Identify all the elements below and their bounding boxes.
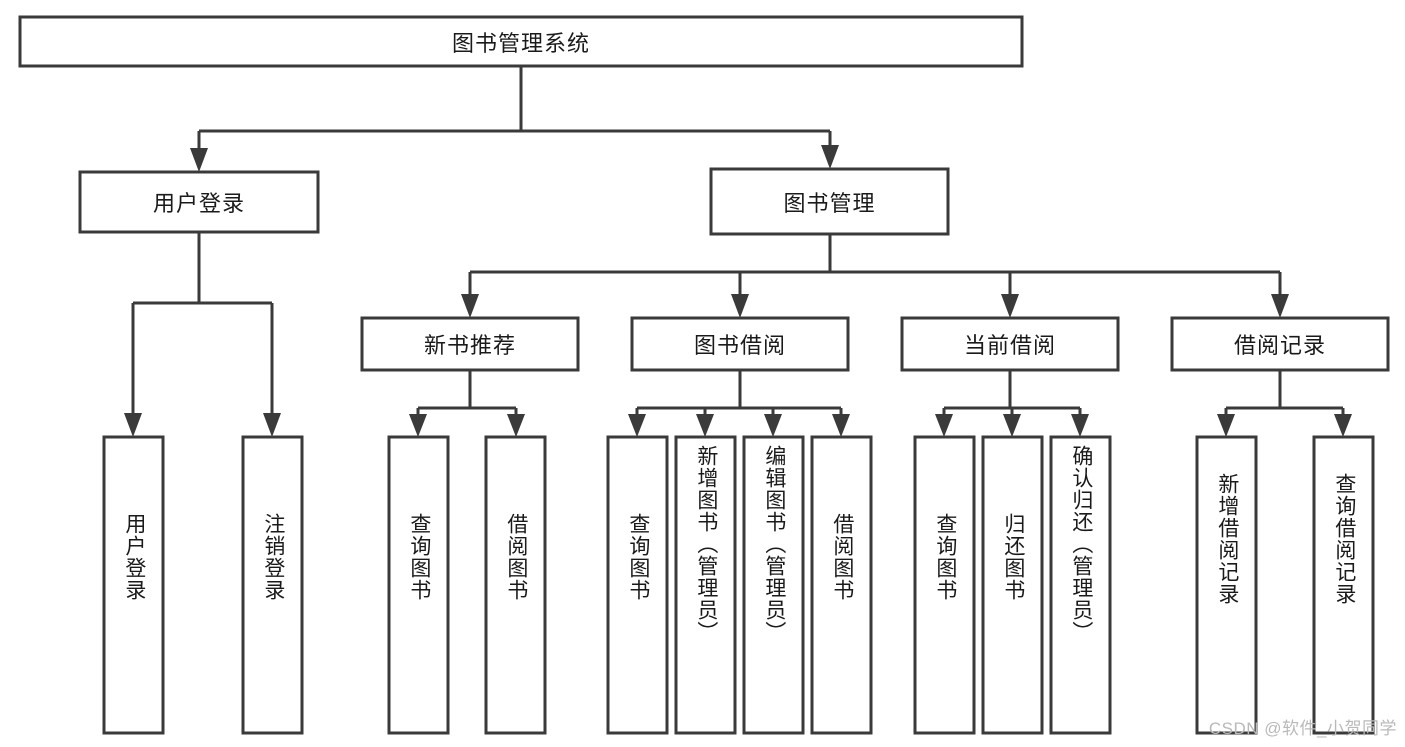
node-leaf-logout[interactable] [241, 435, 304, 735]
connector-group-borrow-record [1217, 370, 1352, 437]
connector-group-book-manage [461, 234, 1289, 318]
arrow-head-book-borrow [731, 294, 749, 318]
node-leaf-add-borrow-record[interactable] [1195, 435, 1258, 735]
arrow-head-book-manage [821, 145, 839, 169]
node-leaf-add-book-admin[interactable] [674, 435, 737, 735]
arrow-head-bb-leaf-3 [764, 414, 782, 437]
node-leaf-query-book-bb[interactable] [606, 435, 669, 735]
node-leaf-confirm-return-admin[interactable] [1049, 435, 1112, 735]
arrow-head-nb-leaf-1 [409, 414, 427, 437]
arrow-head-cb-leaf-3 [1071, 414, 1089, 437]
arrow-head-bb-leaf-2 [696, 414, 714, 437]
connector-group-current-borrow [935, 370, 1089, 437]
connector-group-root [190, 66, 839, 172]
node-leaf-query-borrow-record[interactable] [1312, 435, 1375, 735]
arrow-head-cb-leaf-2 [1003, 414, 1021, 437]
node-current-borrow[interactable] [900, 316, 1120, 372]
connector-group-user-login [124, 232, 281, 437]
node-user-login[interactable] [78, 170, 320, 234]
node-leaf-query-book-nb[interactable] [387, 435, 450, 735]
arrow-head-ul-leaf-2 [263, 413, 281, 437]
node-leaf-return-book[interactable] [981, 435, 1044, 735]
arrow-head-bb-leaf-4 [832, 414, 850, 437]
arrow-head-current-borrow [1001, 294, 1019, 318]
arrow-head-cb-leaf-1 [935, 414, 953, 437]
node-book-management[interactable] [709, 167, 950, 236]
node-leaf-user-login[interactable] [102, 435, 165, 735]
node-leaf-edit-book-admin[interactable] [742, 435, 805, 735]
arrow-head-new-book [461, 294, 479, 318]
node-book-borrow[interactable] [630, 316, 850, 372]
node-leaf-borrow-book-bb[interactable] [810, 435, 873, 735]
node-root-book-management-system[interactable] [18, 15, 1024, 68]
arrow-head-user-login [190, 148, 208, 172]
arrow-head-borrow-record [1271, 294, 1289, 318]
csdn-watermark: CSDN @软件_小贺同学 [1208, 719, 1397, 738]
node-leaf-borrow-book-nb[interactable] [484, 435, 547, 735]
arrow-head-bb-leaf-1 [628, 414, 646, 437]
arrow-head-br-leaf-2 [1334, 414, 1352, 437]
arrow-head-br-leaf-1 [1217, 414, 1235, 437]
node-borrow-record[interactable] [1170, 316, 1390, 372]
arrow-head-nb-leaf-2 [507, 414, 525, 437]
arrow-head-ul-leaf-1 [124, 413, 142, 437]
node-new-book-recommend[interactable] [360, 316, 580, 372]
connector-group-new-book [409, 370, 525, 437]
connector-group-book-borrow [628, 370, 850, 437]
node-leaf-query-book-cb[interactable] [913, 435, 976, 735]
